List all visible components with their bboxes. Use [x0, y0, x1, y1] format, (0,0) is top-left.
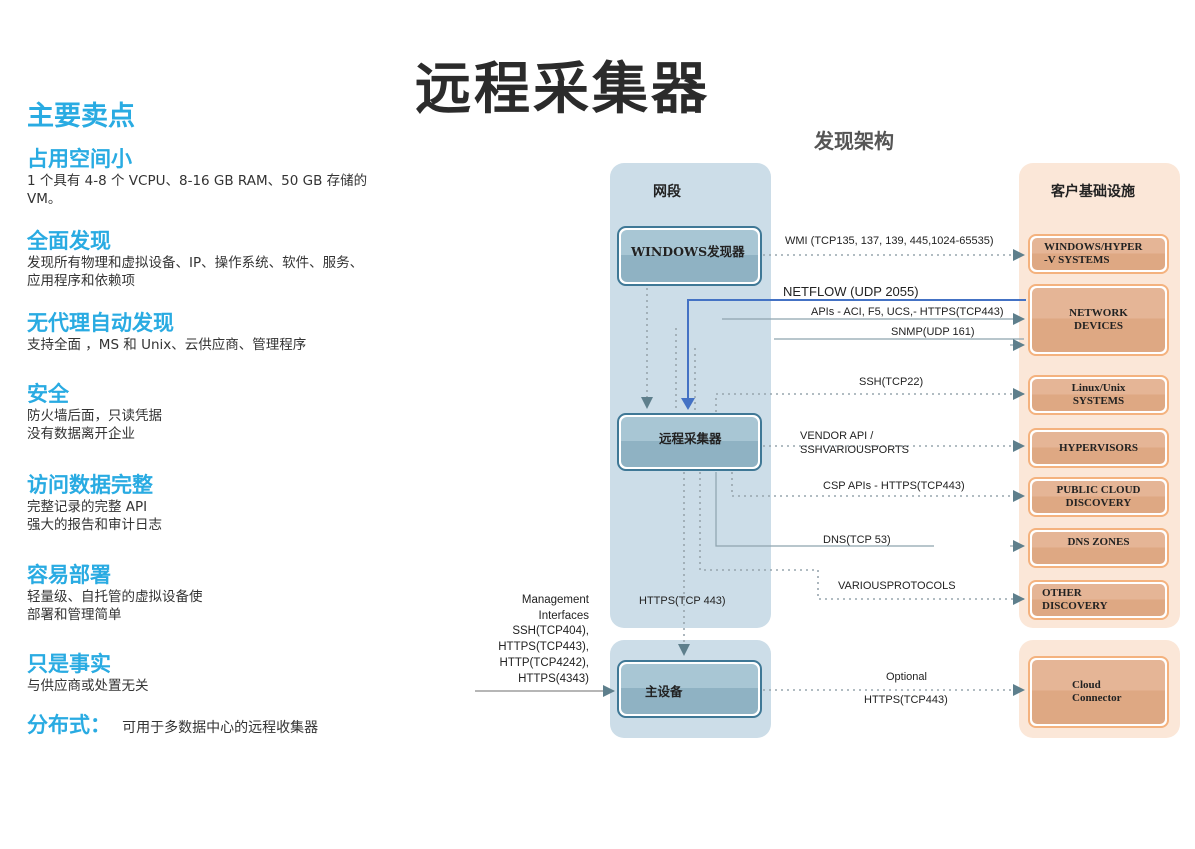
feature-desc-line: 支持全面 ，MS 和 Unix、云供应商、管理程序 [27, 337, 307, 353]
feature-title: 安全 [27, 382, 69, 406]
target-label-line: WINDOWS/HYPER [1044, 241, 1143, 253]
network-segment-label: 网段 [653, 184, 681, 200]
feature-title: 访问数据完整 [27, 473, 153, 497]
feature-desc-line: 应用程序和依赖项 [27, 273, 135, 289]
apis-label: APIs - ACI, F5, UCS,- HTTPS(TCP443) [811, 306, 1004, 318]
feature-desc-line: 与供应商或处置无关 [27, 678, 149, 694]
csp-apis-label: CSP APIs - HTTPS(TCP443) [823, 480, 965, 492]
feature-title: 只是事实 [27, 652, 111, 676]
snmp-label: SNMP(UDP 161) [891, 326, 975, 338]
feature-desc-line: 可用于多数据中心的远程收集器 [122, 720, 319, 736]
key-points-heading: 主要卖点 [27, 101, 135, 132]
target-label-line: DNS ZONES [1067, 536, 1130, 548]
target-label-line: -V SYSTEMS [1044, 254, 1110, 266]
feature-desc-line: 没有数据离开企业 [27, 426, 135, 442]
feature-desc-line: 强大的报告和审计日志 [27, 517, 162, 533]
feature-agentless: 无代理自动发现 支持全面 ，MS 和 Unix、云供应商、管理程序 [27, 310, 427, 354]
architecture-title: 发现架构 [814, 129, 894, 153]
target-label-line: Cloud [1072, 679, 1101, 691]
target-dns-zones[interactable]: DNS ZONES [1028, 528, 1169, 568]
vendor-api-line: SSHVARIOUSPORTS [800, 444, 910, 456]
feature-desc-line: 发现所有物理和虚拟设备、IP、操作系统、软件、服务、 [27, 255, 364, 271]
remote-collector-node[interactable]: 远程采集器 [617, 413, 762, 471]
vendor-api-label: VENDOR API / SSHVARIOUSPORTS [800, 429, 909, 457]
target-label-line: NETWORK [1069, 307, 1128, 319]
feature-title: 容易部署 [27, 563, 111, 587]
target-label-line: DISCOVERY [1042, 600, 1108, 612]
various-protocols-label: VARIOUSPROTOCOLS [838, 580, 956, 592]
target-hypervisors[interactable]: HYPERVISORS [1028, 428, 1169, 468]
dns-label: DNS(TCP 53) [823, 534, 891, 546]
target-label-line: DISCOVERY [1065, 497, 1132, 509]
management-interfaces-label: Management Interfaces SSH(TCP404), HTTPS… [470, 593, 589, 687]
mgmt-line: Management [521, 594, 589, 606]
feature-full-discovery: 全面发现 发现所有物理和虚拟设备、IP、操作系统、软件、服务、 应用程序和依赖项 [27, 228, 427, 290]
target-label-line: Linux/Unix [1071, 382, 1126, 394]
ssh-label: SSH(TCP22) [859, 376, 924, 388]
feature-title: 占用空间小 [27, 147, 132, 171]
target-label-line: HYPERVISORS [1058, 441, 1139, 454]
target-windows-hyperv[interactable]: WINDOWS/HYPER-V SYSTEMS [1028, 234, 1169, 274]
feature-desc-line: 部署和管理简单 [27, 607, 122, 623]
vendor-api-line: VENDOR API / [800, 430, 874, 442]
feature-desc-line: VM。 [27, 191, 62, 207]
optional-label: Optional [886, 671, 927, 683]
feature-desc-line: 1 个具有 4-8 个 VCPU、8-16 GB RAM、50 GB 存储的 [27, 173, 368, 189]
main-appliance-label: 主设备 [645, 684, 683, 699]
https-main-label: HTTPS(TCP 443) [639, 595, 726, 607]
feature-small-footprint: 占用空间小 1 个具有 4-8 个 VCPU、8-16 GB RAM、50 GB… [27, 146, 427, 208]
target-label-line: PUBLIC CLOUD [1056, 484, 1141, 496]
feature-title: 分布式： [27, 713, 111, 737]
mgmt-line: HTTP(TCP4242), [499, 656, 589, 669]
feature-easy-deploy: 容易部署 轻量级、自托管的虚拟设备使 部署和管理简单 [27, 562, 427, 624]
feature-title: 全面发现 [27, 229, 111, 253]
feature-security: 安全 防火墙后面，只读凭据 没有数据离开企业 [27, 381, 427, 443]
main-appliance-node[interactable]: 主设备 [617, 660, 762, 718]
feature-desc-line: 轻量级、自托管的虚拟设备使 [27, 589, 203, 605]
mgmt-line: SSH(TCP404), [512, 625, 589, 638]
mgmt-line: Interfaces [538, 609, 590, 622]
target-label-line: OTHER [1042, 587, 1082, 599]
windows-discoverer-label: WINDOWS发现器 [631, 244, 745, 259]
feature-distributed: 分布式： 可用于多数据中心的远程收集器 [27, 712, 318, 738]
mgmt-line: HTTPS(TCP443), [498, 641, 589, 654]
target-label-line: DEVICES [1074, 320, 1123, 332]
target-label-line: SYSTEMS [1072, 395, 1125, 407]
windows-discoverer-node[interactable]: WINDOWS发现器 [617, 226, 762, 286]
feature-desc-line: 完整记录的完整 API [27, 499, 148, 515]
page-title: 远程采集器 [415, 57, 710, 122]
mgmt-line: HTTPS(4343) [518, 672, 589, 685]
optional-https-label: HTTPS(TCP443) [864, 694, 948, 706]
feature-title: 无代理自动发现 [27, 311, 174, 335]
remote-collector-label: 远程采集器 [659, 431, 722, 446]
netflow-label: NETFLOW (UDP 2055) [783, 284, 919, 299]
customer-infra-label: 客户基础设施 [1051, 184, 1135, 200]
feature-desc-line: 防火墙后面，只读凭据 [27, 408, 162, 424]
target-label-line: Connector [1072, 692, 1122, 704]
wmi-label: WMI (TCP135, 137, 139, 445,1024-65535) [785, 235, 994, 247]
feature-just-facts: 只是事实 与供应商或处置无关 [27, 651, 427, 695]
feature-data-access: 访问数据完整 完整记录的完整 API 强大的报告和审计日志 [27, 472, 427, 534]
